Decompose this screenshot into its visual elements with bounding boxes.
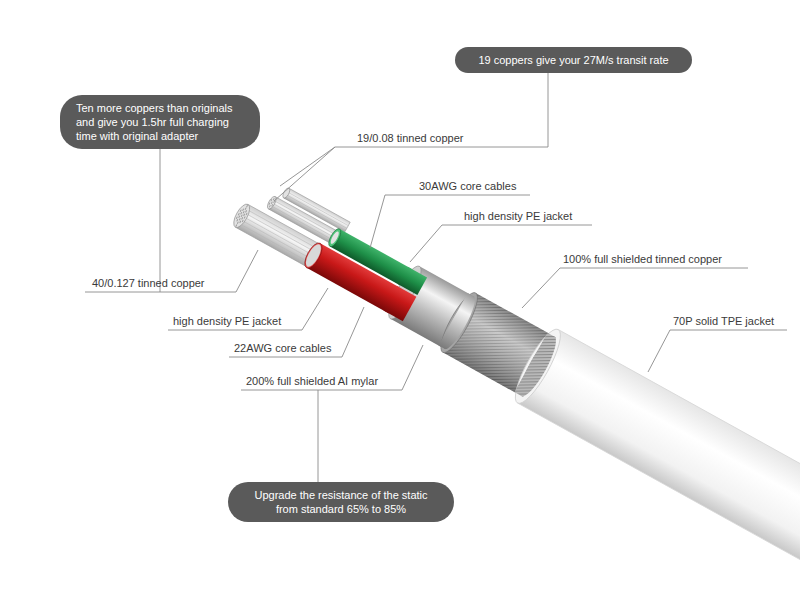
leader-line <box>274 147 335 201</box>
leader-line <box>318 390 319 485</box>
part-label: high density PE jacket <box>464 209 572 223</box>
leader-line <box>648 330 787 372</box>
part-label: 40/0.127 tinned copper <box>92 276 205 290</box>
part-label: 70P solid TPE jacket <box>673 314 774 328</box>
cable <box>222 166 800 607</box>
tpe-jacket <box>508 324 800 607</box>
part-label: 30AWG core cables <box>419 179 516 193</box>
red-pe-jacket <box>301 240 416 321</box>
part-label: 22AWG core cables <box>234 341 331 355</box>
leader-line <box>522 268 748 308</box>
callout-text: Ten more coppers than originals and give… <box>76 101 244 143</box>
leader-line <box>168 288 328 330</box>
callout-bubble: 19 coppers give your 27M/s transit rate <box>455 47 692 73</box>
callout-text: 19 coppers give your 27M/s transit rate <box>471 53 676 67</box>
callout-bubble: Upgrade the resistance of the static fro… <box>228 482 454 522</box>
part-label: 200% full shielded AI mylar <box>246 374 378 388</box>
part-label: 19/0.08 tinned copper <box>357 131 463 145</box>
leader-line <box>85 250 258 292</box>
callout-bubble: Ten more coppers than originals and give… <box>60 95 260 149</box>
part-label: 100% full shielded tinned copper <box>563 252 722 266</box>
leader-line <box>160 148 161 292</box>
leader-line <box>229 307 364 357</box>
callout-text: Upgrade the resistance of the static fro… <box>244 488 438 516</box>
part-label: high density PE jacket <box>173 314 281 328</box>
leader-line <box>280 70 548 186</box>
